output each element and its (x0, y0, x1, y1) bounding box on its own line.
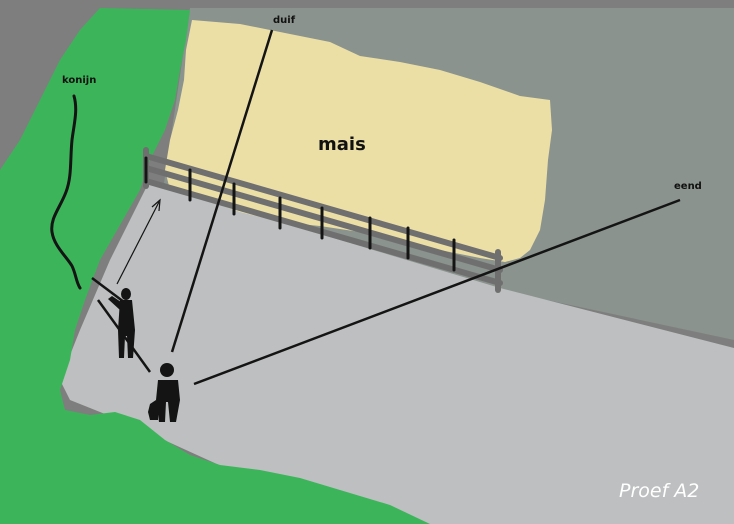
observer-figure (148, 363, 180, 422)
fence-posts (144, 156, 456, 272)
hunter-rifle (91, 277, 125, 303)
observer-body (156, 380, 180, 422)
shot-arrow (116, 201, 160, 285)
label-duck: eend (674, 181, 702, 192)
hunter-arms (108, 296, 121, 310)
hunter-figure (91, 277, 135, 358)
hunter-head (121, 288, 131, 300)
grass-area (0, 8, 430, 524)
label-pigeon: duif (273, 15, 296, 26)
shot-arrow-head (151, 198, 161, 212)
ground-area (60, 180, 734, 524)
hunter-body (118, 300, 135, 358)
label-rabbit: konijn (62, 75, 96, 86)
rabbit-track (50, 94, 82, 290)
sightline-to-duck (193, 198, 681, 386)
label-corn: mais (318, 134, 366, 155)
observer-head (160, 363, 174, 377)
dog-silhouette (148, 400, 158, 420)
sightline-to-pigeon (170, 29, 274, 353)
proof-stamp: Proef A2 (619, 480, 699, 502)
